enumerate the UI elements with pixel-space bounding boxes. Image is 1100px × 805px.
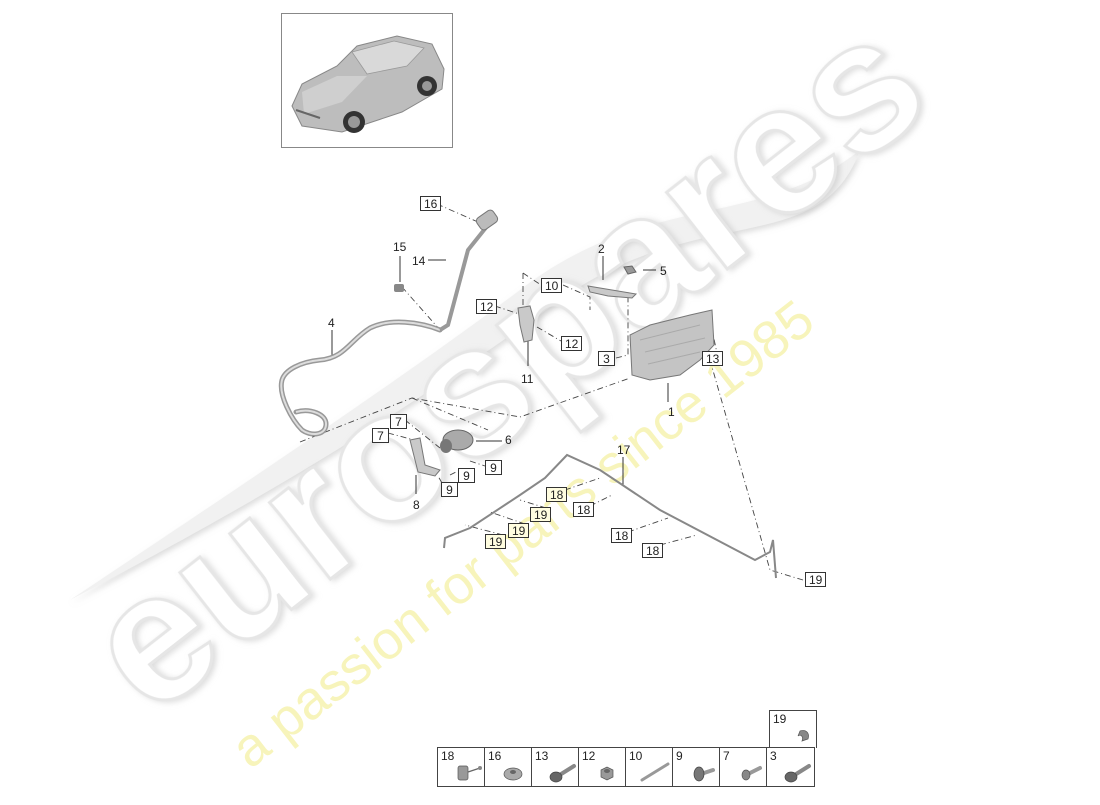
- ref-box-7[interactable]: 7: [372, 428, 389, 443]
- ref-box-12[interactable]: 12: [561, 336, 583, 351]
- callout-11: 11: [521, 372, 534, 386]
- legend-number: 16: [488, 749, 502, 763]
- flange-nut-icon: [503, 767, 523, 781]
- part-8-bracket: [409, 437, 441, 477]
- part-2-bracket: [587, 285, 638, 299]
- ref-box-19[interactable]: 19: [530, 507, 552, 522]
- ref-box-9[interactable]: 9: [441, 482, 458, 497]
- legend-number: 9: [676, 749, 683, 763]
- callout-1: 1: [668, 405, 675, 419]
- stud-icon: [640, 762, 670, 782]
- part-15-grommet: [394, 284, 404, 292]
- legend-number: 7: [723, 749, 730, 763]
- part-4-hose: [278, 319, 443, 437]
- hex-nut-icon: [600, 766, 614, 781]
- part-5-clip: [623, 265, 637, 275]
- ref-box-16[interactable]: 16: [420, 196, 442, 211]
- legend-cell-16[interactable]: 16: [485, 748, 532, 786]
- ref-box-18[interactable]: 18: [611, 528, 633, 543]
- legend-number: 12: [582, 749, 596, 763]
- legend-number: 10: [629, 749, 643, 763]
- ref-box-19[interactable]: 19: [805, 572, 827, 587]
- ref-box-13[interactable]: 13: [702, 351, 724, 366]
- legend-number: 3: [770, 749, 777, 763]
- ref-box-10[interactable]: 10: [541, 278, 563, 293]
- part-14-tube: [438, 223, 490, 332]
- callout-14: 14: [412, 254, 426, 268]
- callout-4: 4: [328, 316, 335, 330]
- legend-cell-3[interactable]: 3: [767, 748, 814, 786]
- leader-dashes: [299, 203, 804, 581]
- part-17-line: [443, 453, 777, 579]
- callout-6: 6: [505, 433, 512, 447]
- legend-cell-18[interactable]: 18: [438, 748, 485, 786]
- washer-bolt-icon: [693, 766, 715, 782]
- ref-box-3[interactable]: 3: [598, 351, 615, 366]
- car-icon: [291, 35, 445, 133]
- ref-box-12[interactable]: 12: [476, 299, 498, 314]
- ref-box-7[interactable]: 7: [390, 414, 407, 429]
- legend-cell-19[interactable]: 19: [769, 710, 817, 748]
- clip-with-screw-icon: [457, 765, 482, 781]
- hex-bolt-icon: [549, 764, 576, 783]
- ref-box-18[interactable]: 18: [546, 487, 568, 502]
- hex-bolt-icon: [784, 764, 811, 783]
- callout-17: 17: [617, 443, 631, 457]
- legend-number: 13: [535, 749, 549, 763]
- legend-number: 18: [441, 749, 455, 763]
- legend-cell-7[interactable]: 7: [720, 748, 767, 786]
- callout-15: 15: [393, 240, 407, 254]
- ref-box-9[interactable]: 9: [485, 460, 502, 475]
- fastener-legend: 18 16 13 12 10 9: [437, 747, 815, 787]
- leader-lines: [331, 256, 669, 494]
- ref-box-19[interactable]: 19: [508, 523, 530, 538]
- ref-box-18[interactable]: 18: [573, 502, 595, 517]
- short-bolt-icon: [741, 766, 762, 781]
- callout-8: 8: [413, 498, 420, 512]
- part-16-cap: [475, 209, 499, 231]
- legend-cell-13[interactable]: 13: [532, 748, 579, 786]
- legend-cell-10[interactable]: 10: [626, 748, 673, 786]
- legend-cell-9[interactable]: 9: [673, 748, 720, 786]
- part-1-reservoir: [629, 309, 715, 381]
- vehicle-thumbnail[interactable]: [281, 13, 453, 148]
- legend-number: 19: [773, 712, 787, 726]
- ref-box-19[interactable]: 19: [485, 534, 507, 549]
- part-11-bracket: [517, 305, 535, 343]
- clip-icon: [797, 730, 809, 742]
- legend-cell-12[interactable]: 12: [579, 748, 626, 786]
- callout-5: 5: [660, 264, 667, 278]
- ref-box-9[interactable]: 9: [458, 468, 475, 483]
- callout-2: 2: [598, 242, 605, 256]
- ref-box-18[interactable]: 18: [642, 543, 664, 558]
